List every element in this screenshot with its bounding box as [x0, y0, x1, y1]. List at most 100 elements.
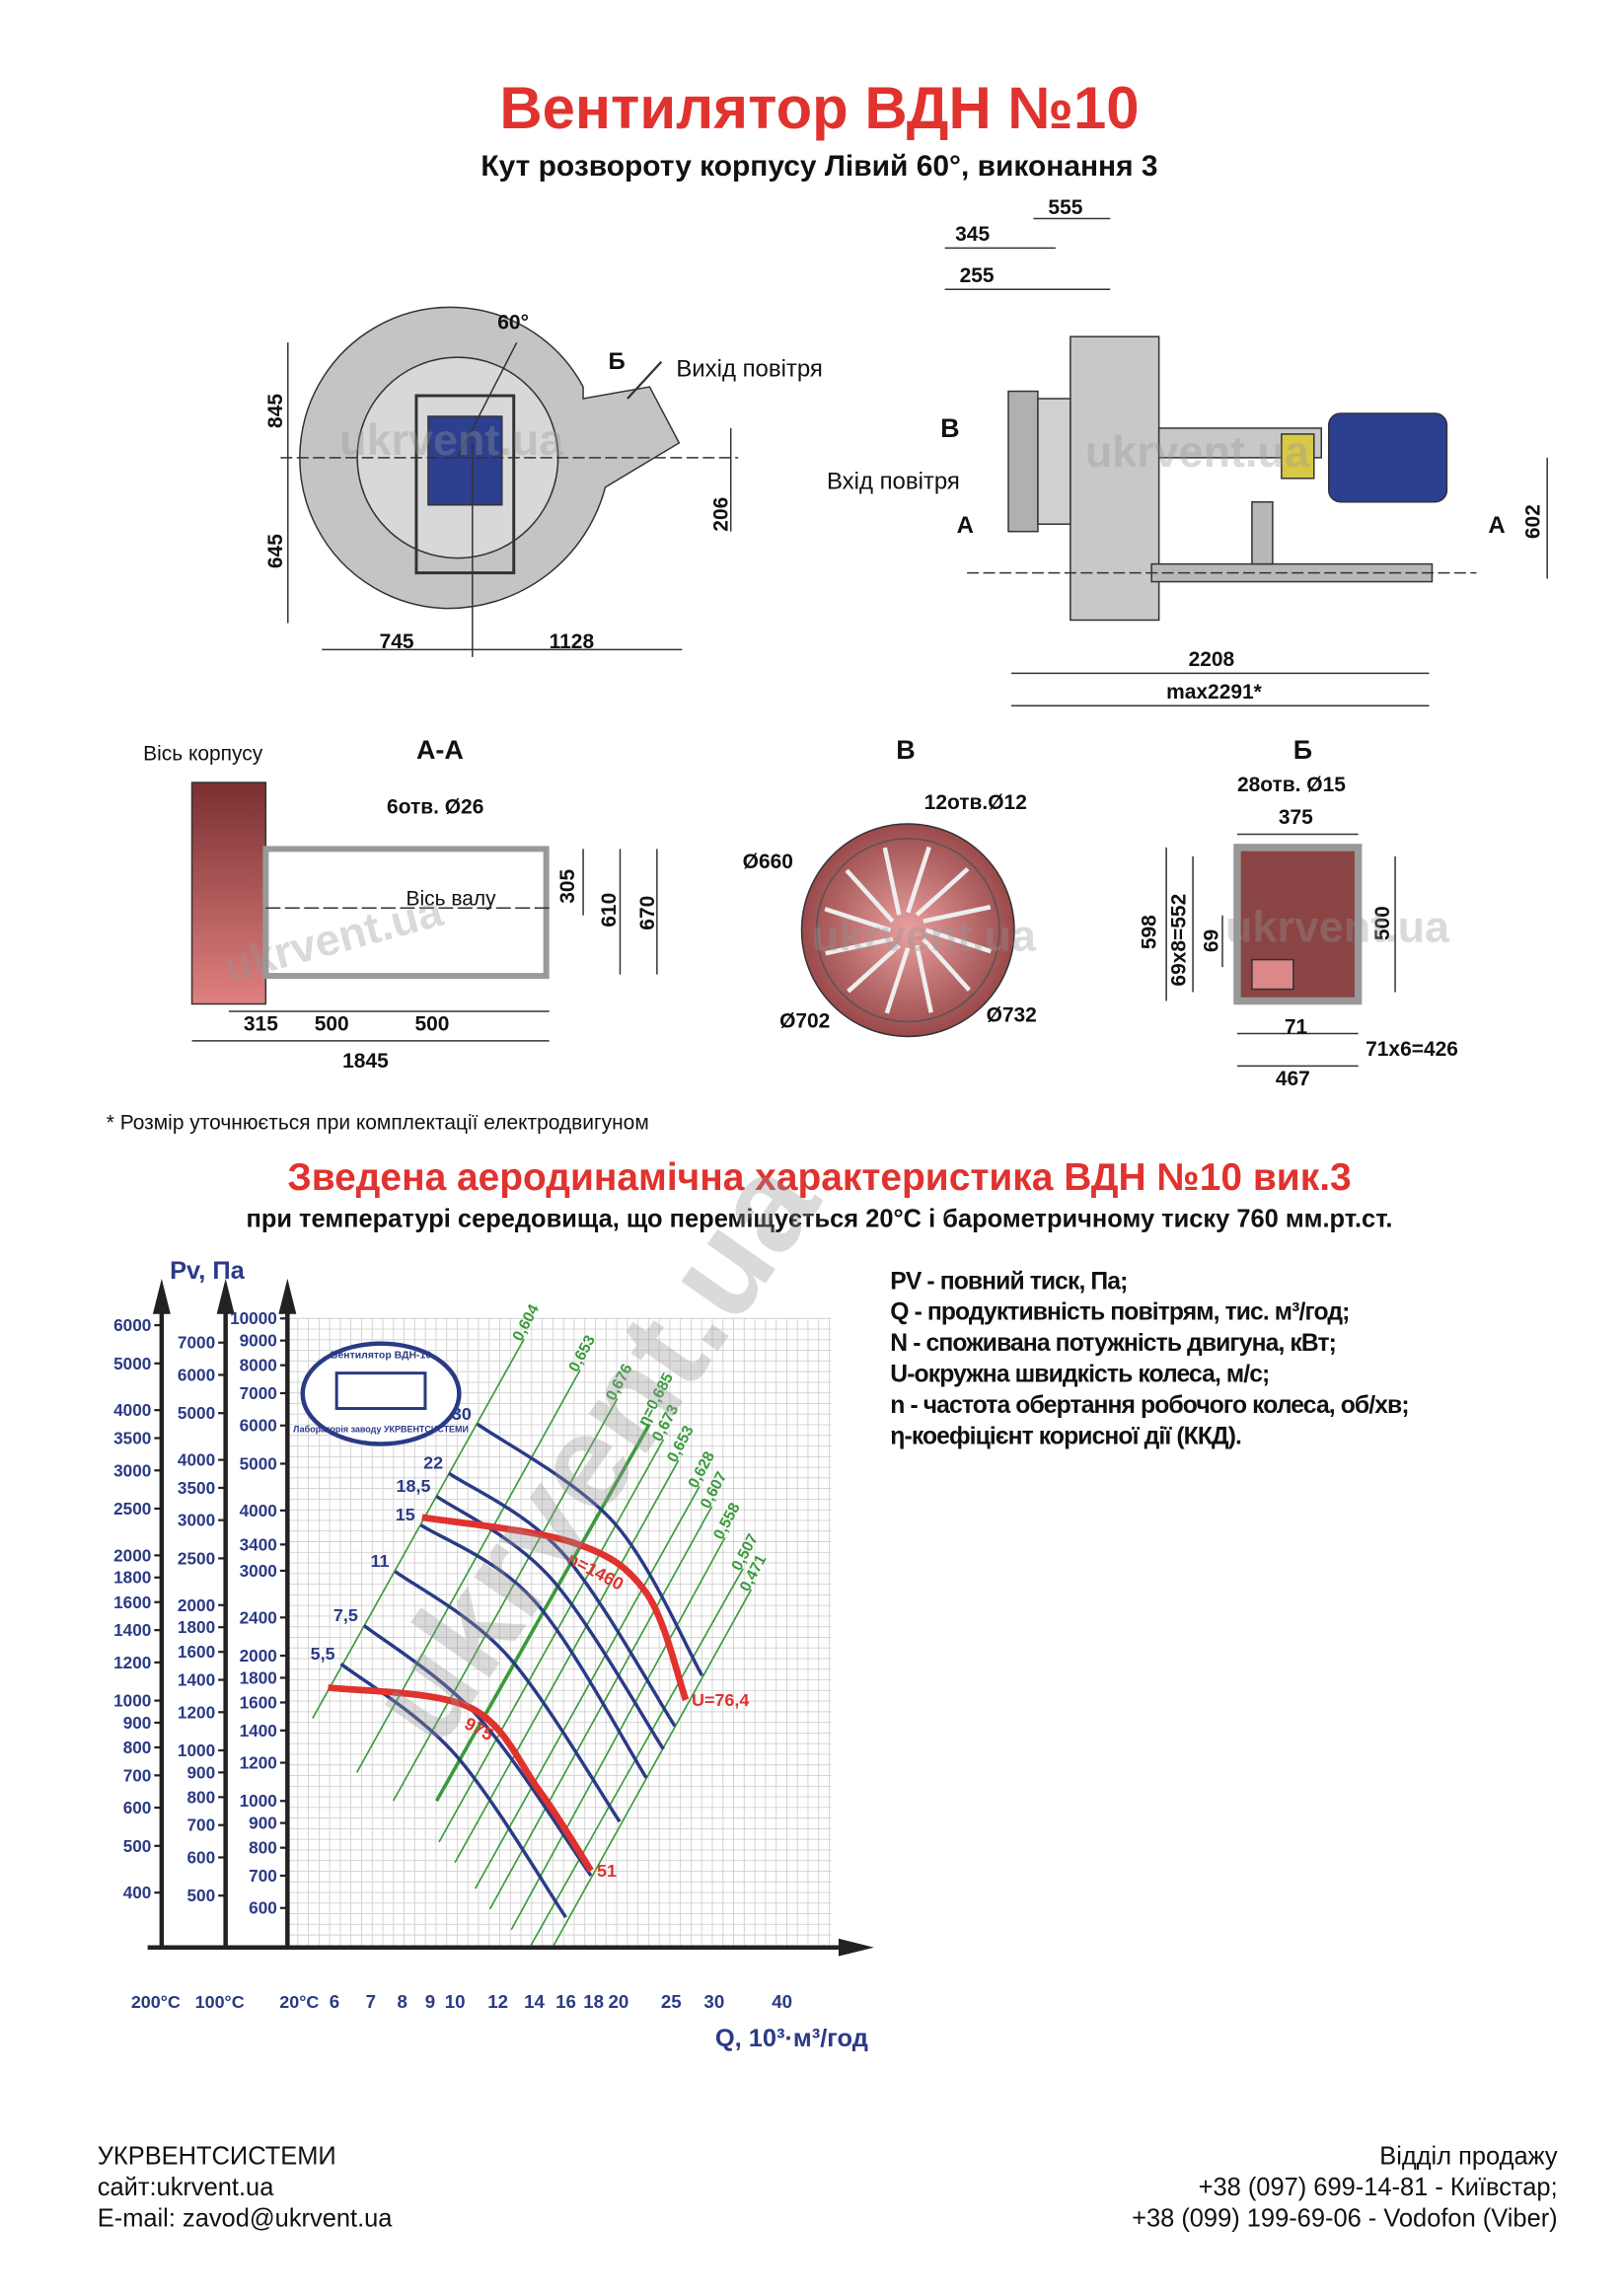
email-link[interactable]: E-mail: zavod@ukrvent.ua [97, 2204, 393, 2233]
efficiency-line [312, 1338, 525, 1719]
section-aa-drawing [190, 781, 658, 1042]
page-subtitle: Кут розвороту корпусу Лівий 60°, виконан… [480, 150, 1158, 184]
y-axis-arrow [278, 1278, 297, 1314]
dim-345: 345 [955, 221, 991, 246]
dim-745: 745 [379, 629, 414, 653]
x-tick-label: 40 [772, 1991, 792, 2012]
tip-speed-label: 51 [597, 1861, 617, 1881]
power-curve-label: 18,5 [397, 1476, 431, 1496]
speed-curve [421, 1514, 690, 1701]
y-tick-label: 500 [123, 1836, 152, 1856]
legend-item-n: N - споживана потужність двигуна, кВт; [890, 1330, 1337, 1358]
outlet-label: Вихід повітря [676, 357, 823, 383]
watermark: ukrvent.ua [1084, 427, 1309, 478]
dim-375: 375 [1278, 804, 1313, 829]
power-curve [448, 1471, 677, 1728]
dim-467: 467 [1275, 1066, 1310, 1090]
y-tick-label: 4000 [113, 1400, 151, 1420]
dim-315: 315 [243, 1011, 278, 1035]
dim-71: 71 [1284, 1013, 1308, 1038]
outlet-section-mark: Б [608, 349, 626, 376]
tip-speed-label: U=76,4 [692, 1690, 749, 1710]
y-tick-label: 1400 [113, 1620, 151, 1640]
efficiency-line [438, 1439, 665, 1843]
y-tick-label: 1800 [178, 1617, 215, 1637]
y-tick-label: 700 [123, 1765, 152, 1785]
y-tick-label: 600 [249, 1898, 277, 1918]
x-tick-label: 20 [608, 1991, 628, 2012]
y-tick-label: 1200 [178, 1702, 215, 1722]
y-tick-label: 8000 [240, 1356, 277, 1375]
section-b-drawing [1165, 833, 1396, 1068]
impeller-blade [924, 927, 993, 954]
power-curve-label: 11 [370, 1551, 389, 1571]
y-tick-label: 5000 [113, 1354, 151, 1373]
x-tick-label: 7 [366, 1991, 376, 2012]
y-tick-label: 1800 [240, 1667, 277, 1687]
y-tick-label: 1400 [178, 1670, 215, 1690]
efficiency-line [392, 1398, 619, 1802]
x-tick-label: 18 [583, 1991, 604, 2012]
y-tick-label: 1200 [240, 1753, 277, 1773]
dim-max2291: max2291* [1166, 679, 1262, 704]
angle-label: 60° [497, 310, 529, 334]
y-tick-label: 900 [186, 1762, 215, 1782]
inlet-section-mark: В [940, 412, 960, 443]
x-tick-label: 10 [445, 1991, 466, 2012]
power-curve [339, 1663, 567, 1919]
efficiency-line [553, 1589, 753, 1947]
impeller-blade [884, 946, 911, 1014]
y-tick-label: 2500 [113, 1499, 151, 1518]
x-tick-label: 8 [398, 1991, 407, 2012]
y-tick-label: 1800 [113, 1568, 151, 1588]
power-curve-label: 15 [396, 1505, 415, 1524]
y-tick-label: 3500 [113, 1429, 151, 1448]
y-tick-label: 6000 [178, 1365, 215, 1384]
efficiency-label: 0,558 [710, 1500, 744, 1542]
y-tick-label: 700 [249, 1866, 277, 1886]
y-tick-label: 1600 [113, 1592, 151, 1612]
y-axis-arrow [152, 1278, 171, 1314]
power-curve [362, 1624, 593, 1878]
legend: PV - повний тиск, Па; Q - продуктивність… [890, 1267, 1409, 1453]
y-tick-label: 600 [123, 1798, 152, 1817]
technical-drawings [190, 217, 1548, 1068]
dim-1128: 1128 [549, 629, 595, 653]
efficiency-line [510, 1536, 726, 1931]
y-tick-label: 10000 [230, 1308, 277, 1328]
legend-item-u: U-окружна швидкість колеса, м/с; [890, 1361, 1270, 1388]
dim-d732: Ø732 [986, 1002, 1037, 1026]
efficiency-line [355, 1370, 581, 1773]
impeller-blade [922, 937, 972, 992]
dim-426: 71x6=426 [1366, 1036, 1458, 1061]
site-link[interactable]: сайт:ukrvent.ua [97, 2173, 274, 2202]
holes-aa-label: 6отв. Ø26 [387, 794, 484, 818]
impeller-blade [824, 907, 891, 932]
y-tick-label: 1600 [178, 1642, 215, 1662]
efficiency-line [488, 1506, 713, 1910]
y-tick-label: 2000 [240, 1646, 277, 1666]
y-tick-label: 1000 [113, 1691, 151, 1711]
y-tick-label: 600 [186, 1847, 215, 1867]
power-curve [435, 1495, 665, 1750]
x-tick-label: 30 [703, 1991, 724, 2012]
aerodynamic-chart: 6000500040003500300025002000180016001400… [113, 1257, 874, 2052]
efficiency-line [454, 1459, 680, 1864]
y-tick-label: 7000 [240, 1383, 277, 1403]
y-tick-label: 1000 [178, 1741, 215, 1760]
y-tick-label: 3000 [113, 1460, 151, 1480]
dim-2208: 2208 [1188, 646, 1235, 671]
x-tick-label: 6 [330, 1991, 339, 2012]
y-tick-label: 2500 [178, 1548, 215, 1568]
front-view [280, 306, 739, 657]
dim-1845: 1845 [342, 1048, 389, 1073]
y-tick-label: 2400 [240, 1607, 277, 1627]
impeller-blade [882, 847, 902, 916]
legend-item-eta: η-коефіцієнт корисної дії (ККД). [890, 1423, 1242, 1450]
power-curve-label: 5,5 [311, 1644, 335, 1664]
phone-kyivstar[interactable]: +38 (097) 699-14-81 - Київстар; [1198, 2173, 1558, 2202]
phone-vodafone[interactable]: +38 (099) 199-69-06 - Vodofon (Viber) [1132, 2204, 1558, 2233]
power-curve [476, 1422, 704, 1676]
y-tick-label: 700 [186, 1815, 215, 1835]
